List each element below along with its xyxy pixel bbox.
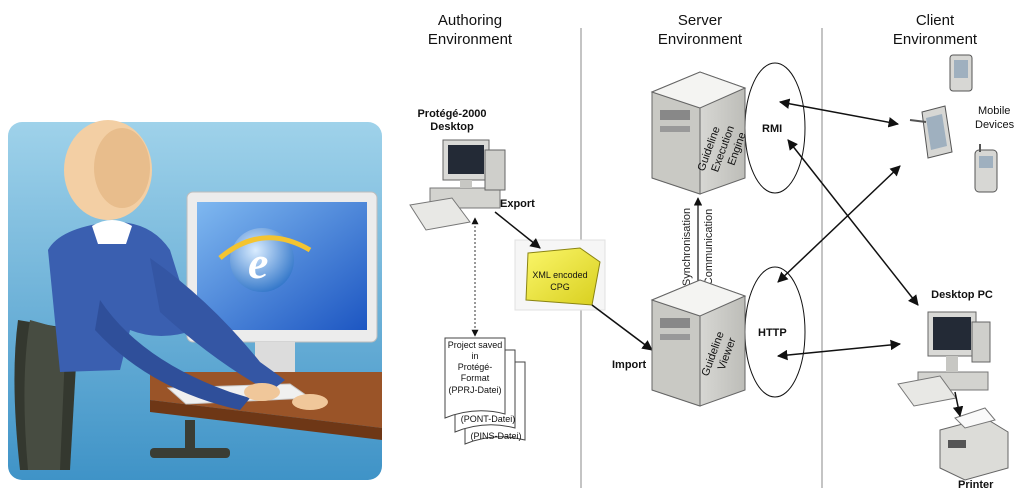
rmi-label: RMI — [762, 123, 782, 135]
mobile-label-line2: Devices — [975, 119, 1015, 131]
guideline-execution-engine-server: Guideline Execution Engine — [650, 71, 749, 195]
http-label: HTTP — [758, 327, 787, 339]
xml-file-label-line2: CPG — [550, 282, 570, 292]
import-arrow — [591, 304, 653, 351]
header-authoring-line2: Environment — [428, 31, 513, 48]
desktop-pc-label: Desktop PC — [931, 289, 993, 301]
rmi-to-mobile-arrow — [778, 98, 900, 128]
guideline-viewer-server: Guideline Viewer — [650, 279, 747, 407]
header-authoring-line1: Authoring — [438, 12, 502, 29]
header-server-line1: Server — [678, 12, 722, 29]
person-figure — [48, 120, 328, 410]
project-doc-line5: (PPRJ-Datei) — [448, 385, 501, 395]
pc-to-printer-arrow — [952, 391, 964, 418]
xml-file-folder-icon: XML encoded CPG — [514, 239, 606, 311]
header-authoring: Authoring Environment — [428, 12, 513, 48]
pda-device-icon — [949, 54, 973, 92]
mobile-phone-icon — [974, 144, 998, 193]
protege-desktop-computer-icon — [409, 139, 506, 231]
header-server: Server Environment — [658, 12, 743, 48]
export-label: Export — [500, 198, 535, 210]
protege-desktop-label-line1: Protégé-2000 — [417, 108, 486, 120]
sync-label-line1: Synchronisation — [681, 208, 693, 286]
export-arrow — [494, 211, 541, 249]
pont-doc-label: (PONT-Datei) — [461, 414, 516, 424]
browser-globe-icon: e — [218, 228, 312, 292]
rmi-to-desktop-pc-arrow — [787, 139, 919, 306]
header-server-line2: Environment — [658, 31, 743, 48]
header-client: Client Environment — [893, 12, 978, 48]
printer-icon — [939, 407, 1009, 481]
mobile-label-line1: Mobile — [978, 105, 1010, 117]
printer-label: Printer — [958, 479, 994, 488]
xml-file-label-line1: XML encoded — [532, 270, 587, 280]
project-doc-line2: in — [471, 351, 478, 361]
desktop-pc-icon — [897, 311, 991, 407]
project-doc-line4: Format — [461, 373, 490, 383]
user-at-computer-illustration: e — [8, 120, 382, 480]
import-label: Import — [612, 359, 647, 371]
project-doc-line3: Protégé- — [458, 362, 493, 372]
header-client-line1: Client — [916, 12, 955, 29]
header-client-line2: Environment — [893, 31, 978, 48]
sync-label-line2: Communication — [703, 209, 715, 285]
http-to-desktop-pc-arrow — [776, 339, 902, 361]
http-to-mobile-arrow — [777, 165, 901, 283]
project-doc-line1: Project saved — [448, 340, 503, 350]
protege-desktop-label-line2: Desktop — [430, 121, 474, 133]
chair — [14, 320, 230, 470]
project-document-stack: Project saved in Protégé- Format (PPRJ-D… — [444, 337, 526, 445]
tablet-device-icon — [909, 105, 953, 159]
svg-text:e: e — [248, 237, 268, 288]
pins-doc-label: (PINS-Datei) — [470, 431, 521, 441]
